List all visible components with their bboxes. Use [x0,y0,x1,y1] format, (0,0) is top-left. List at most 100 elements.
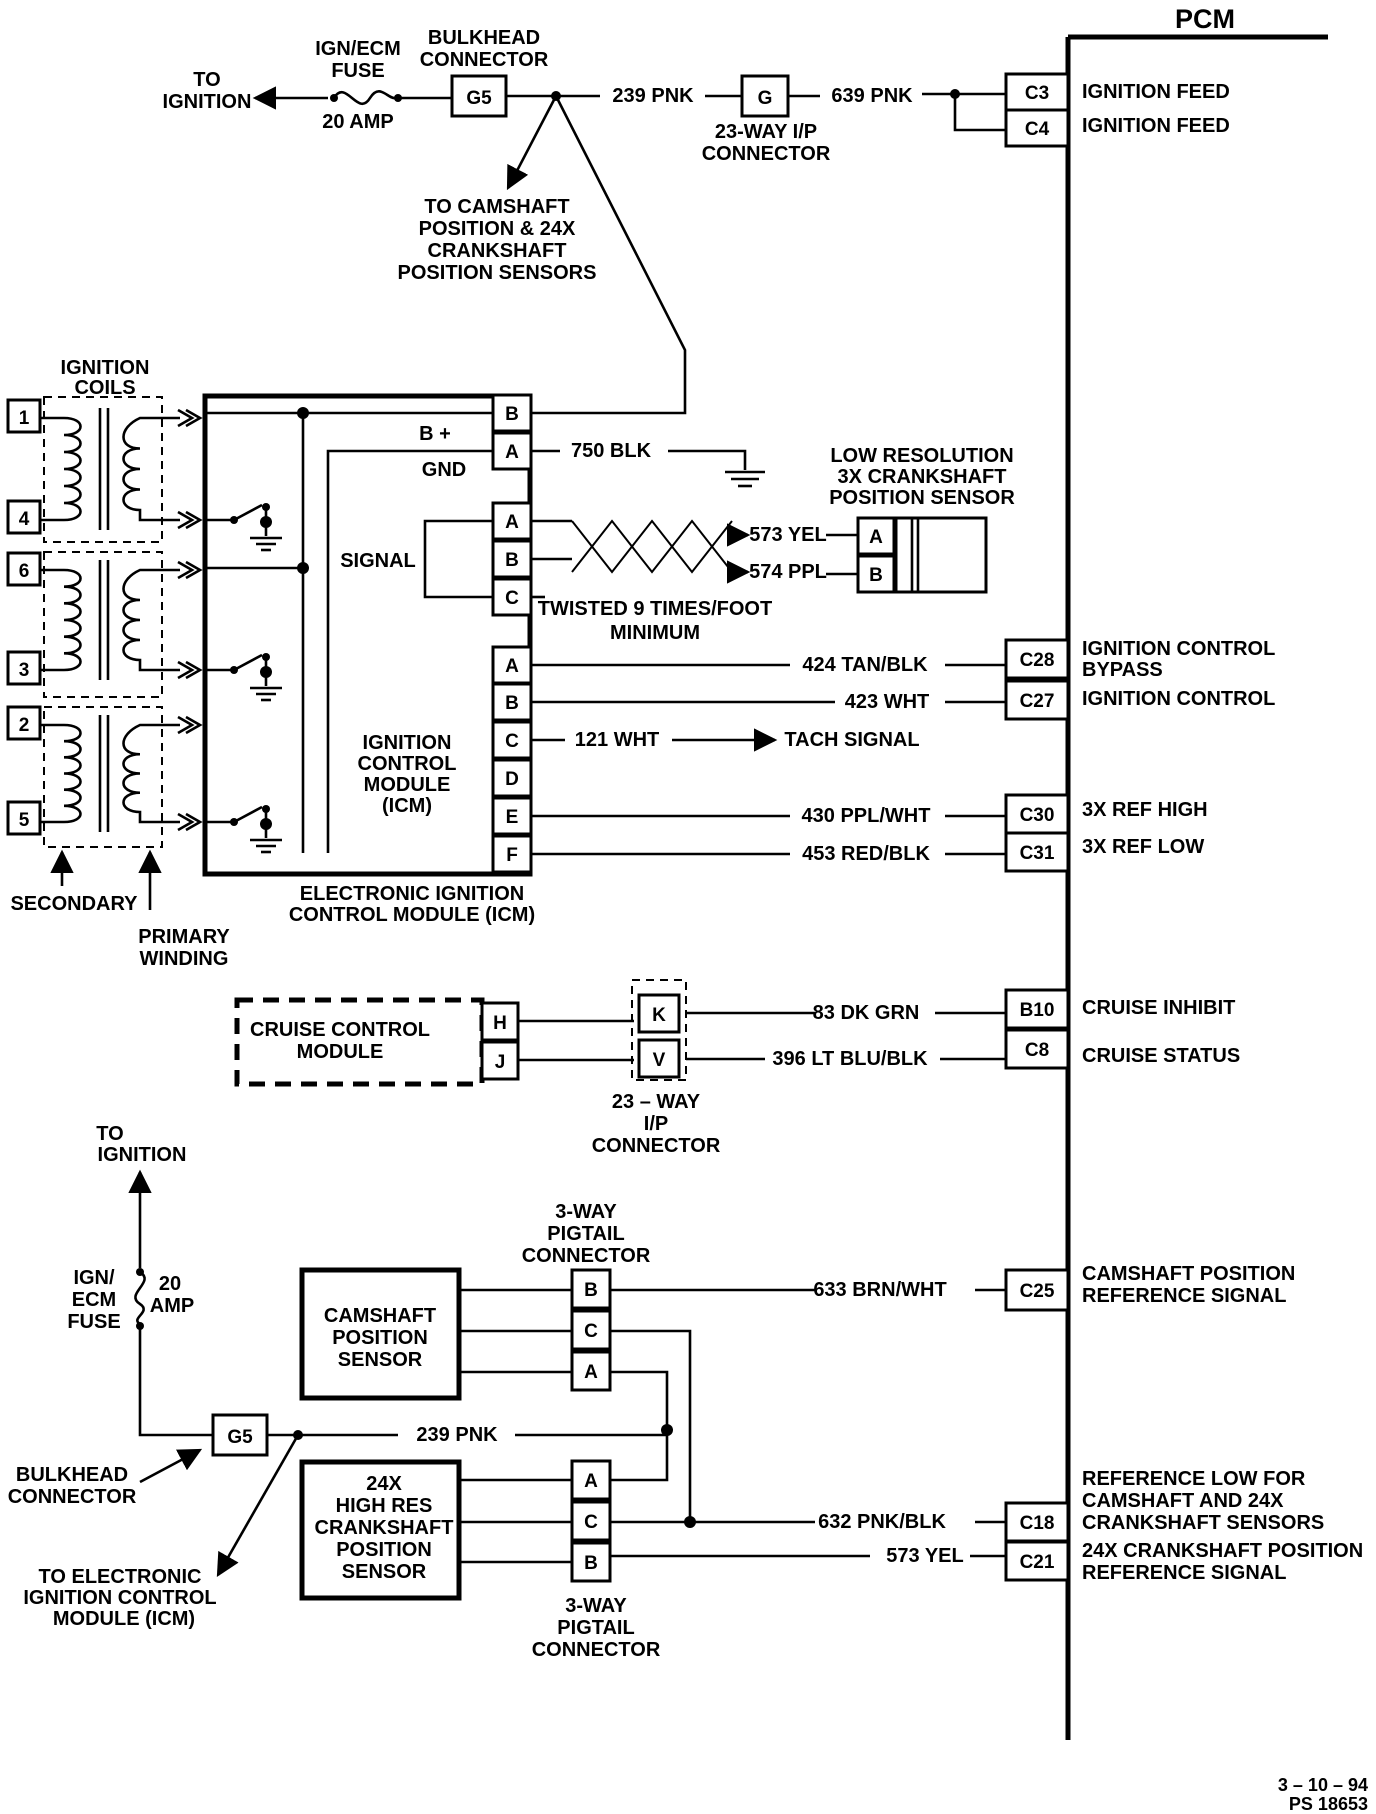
crank-sensor-1: 24X [366,1473,402,1495]
bottom-to-ignition-1: TO [96,1123,123,1145]
top-g-label: G [758,88,773,109]
bottom-fuse-1: IGN/ [73,1267,115,1289]
bottom-bulkhead-1: BULKHEAD [16,1464,128,1486]
cruise-pin-j: J [495,1052,506,1073]
coils-title-2: COILS [74,377,135,399]
cruise-module-1: CRUISE CONTROL [250,1019,430,1041]
bottom-wire-632: 632 PNK/BLK [818,1511,946,1533]
icm-wire-750: 750 BLK [571,440,652,462]
top-fuse-2: FUSE [331,60,384,82]
icm-signal: SIGNAL [340,550,416,572]
pcm-pin-function: IGNITION CONTROL [1082,638,1275,660]
coil-terminal [6,800,42,836]
coil-terminal-label: 2 [19,715,30,736]
icm-name-2: CONTROL [358,753,457,775]
coil-terminal-label: 6 [19,561,30,582]
coil-terminal [6,705,42,741]
top-to-cam-1: TO CAMSHAFT [424,196,569,218]
pcm-pin-box [1004,679,1070,721]
icm-pin-output-box [491,682,533,722]
pigtail-top-1: 3-WAY [555,1201,617,1223]
pcm-pin-function: CRUISE INHIBIT [1082,997,1235,1019]
pcm-pin-label: C18 [1020,1513,1055,1534]
pcm-pin-box [1004,988,1070,1030]
secondary-winding [40,416,82,522]
pcm-pin-function: REFERENCE SIGNAL [1082,1562,1286,1584]
top-g5-label: G5 [466,88,492,109]
icm-wire-a: 424 TAN/BLK [802,654,928,676]
top-fuse-3: 20 AMP [322,111,394,133]
top-to-cam-3: CRANKSHAFT [428,240,567,262]
icm-name-1: IGNITION [363,732,452,754]
icm-wire-c: 121 WHT [575,729,659,751]
coils-primary-2: WINDING [140,948,229,970]
pcm-pin-box [1004,1501,1070,1543]
icm-pin-signal-box [491,577,533,617]
crank-pin-c: C [584,1512,598,1533]
cruise-wire-v: 396 LT BLU/BLK [772,1048,928,1070]
cruise-wire-k: 83 DK GRN [813,1002,920,1024]
crank-sensor-4: POSITION [336,1539,432,1561]
cruise-ip-conn-2: I/P [644,1113,668,1135]
lowres-pin-a: A [869,527,883,548]
top-bulkhead-2: CONNECTOR [420,49,549,71]
top-wire-639: 639 PNK [831,85,913,107]
top-to-cam-2: POSITION & 24X [419,218,576,240]
pcm-pin-box [1004,1540,1070,1582]
secondary-winding [40,723,82,824]
pcm-pin-function: CAMSHAFT AND 24X [1082,1490,1284,1512]
crank-pin-a: A [584,1471,598,1492]
crank-sensor-5: SENSOR [342,1561,427,1583]
icm-name-3: MODULE [364,774,451,796]
coil-terminal-label: 3 [19,660,30,681]
icm-pin-b-power-box [491,393,533,433]
coil-terminal [6,650,42,686]
coil-terminal-label: 1 [19,408,30,429]
cam-pin-c: C [584,1321,598,1342]
icm-pin-signal-box [491,539,533,579]
coil-terminal [6,551,42,587]
icm-pin-a-power: A [505,442,519,463]
lowres-wire-b: 574 PPL [749,561,827,583]
crank-sensor-2: HIGH RES [336,1495,433,1517]
pcm-pin-label: C30 [1020,805,1055,826]
coil-terminal [6,499,42,535]
coil-terminal-label: 5 [19,810,30,831]
cam-pin-a: A [584,1362,598,1383]
icm-tach-signal: TACH SIGNAL [784,729,919,751]
pcm-pin-label: B10 [1020,1000,1055,1021]
bottom-to-icm-2: IGNITION CONTROL [23,1587,216,1609]
crank-pin-b: B [584,1553,598,1574]
icm-pin-signal: B [505,550,519,571]
pcm-block: PCM [1065,4,1328,1740]
sensor-section: TO IGNITION IGN/ ECM FUSE 20 AMP G5 BULK… [8,1123,1006,1661]
pcm-pin-label: C25 [1020,1281,1055,1302]
bottom-amp-2: AMP [150,1295,194,1317]
cam-sensor-1: CAMSHAFT [324,1305,436,1327]
icm-pin-b-power: B [505,404,519,425]
pigtail-top-2: PIGTAIL [547,1223,624,1245]
pcm-pin-function: 3X REF HIGH [1082,799,1208,821]
pcm-pin-function: 24X CRANKSHAFT POSITION [1082,1540,1363,1562]
pcm-pin-function: 3X REF LOW [1082,836,1204,858]
footer-ref: PS 18653 [1289,1794,1368,1814]
bottom-wire-633: 633 BRN/WHT [813,1279,946,1301]
pcm-pin-label: C8 [1025,1040,1049,1061]
icm-pin-output: A [505,656,519,677]
pigtail-top-3: CONNECTOR [522,1245,651,1267]
pcm-pin-function: REFERENCE SIGNAL [1082,1285,1286,1307]
cruise-ip-conn-3: CONNECTOR [592,1135,721,1157]
top-bulkhead-1: BULKHEAD [428,27,540,49]
pcm-pin-function: CRANKSHAFT SENSORS [1082,1512,1324,1534]
top-to-ignition-1: TO [193,69,220,91]
icm-pin-signal: A [505,512,519,533]
top-fuse-1: IGN/ECM [315,38,401,60]
icm-module: B + GND SIGNAL IGNITION CONTROL MODULE (… [202,393,765,926]
top-ip-conn-1: 23-WAY I/P [715,121,817,143]
cam-sensor-3: SENSOR [338,1349,423,1371]
pcm-pin-function: IGNITION FEED [1082,115,1230,137]
bottom-fuse-2: ECM [72,1289,116,1311]
pcm-pin-function: REFERENCE LOW FOR [1082,1468,1306,1490]
secondary-winding [40,568,82,672]
top-ip-conn-2: CONNECTOR [702,143,831,165]
